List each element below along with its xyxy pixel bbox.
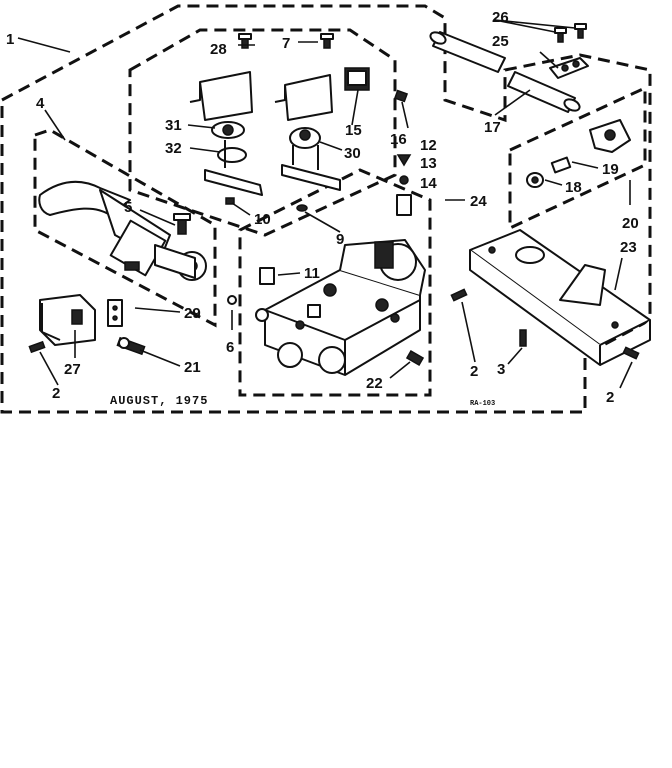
blank-area xyxy=(0,420,672,768)
valve-body xyxy=(255,239,426,376)
washer-10 xyxy=(225,197,235,205)
screw-2-middle xyxy=(450,288,468,302)
handle-part xyxy=(38,180,207,281)
callout-25: 25 xyxy=(492,33,509,50)
callout-11: 11 xyxy=(304,265,320,282)
tube-upper xyxy=(429,31,506,73)
screws-26 xyxy=(554,23,587,43)
screw-3 xyxy=(519,329,527,347)
bracket-part xyxy=(39,294,96,346)
valve-group-boundary xyxy=(238,168,432,397)
callout-23: 23 xyxy=(620,239,637,256)
callout-2-middle: 2 xyxy=(470,363,478,380)
screw-7 xyxy=(320,33,334,49)
part-11 xyxy=(259,267,275,285)
solenoid-left xyxy=(189,71,263,196)
callout-2-right: 2 xyxy=(606,389,614,406)
callout-24: 24 xyxy=(470,193,487,210)
callout-9: 9 xyxy=(336,231,344,248)
callout-5: 5 xyxy=(124,199,132,216)
clip-part xyxy=(116,336,146,356)
callout-32: 32 xyxy=(165,140,182,157)
part-16 xyxy=(393,89,409,103)
callout-20: 20 xyxy=(622,215,639,232)
callout-19: 19 xyxy=(602,161,619,178)
washer-9 xyxy=(296,204,308,212)
diagram-date: AUGUST, 1975 xyxy=(110,394,208,408)
part-12 xyxy=(396,154,412,167)
exploded-parts-diagram: 1 4 5 28 7 31 32 30 15 10 9 11 16 12 13 … xyxy=(0,4,652,414)
elbow-fitting xyxy=(526,119,631,188)
callout-1: 1 xyxy=(6,31,14,48)
callout-17: 17 xyxy=(484,119,501,136)
callout-22: 22 xyxy=(366,375,383,392)
solenoid-group-boundary xyxy=(128,28,397,237)
outer-assembly-boundary xyxy=(0,4,652,414)
screw-2-left xyxy=(28,340,46,354)
callout-16: 16 xyxy=(390,131,407,148)
callout-2-left: 2 xyxy=(52,385,60,402)
callout-14: 14 xyxy=(420,175,437,192)
callout-15: 15 xyxy=(345,122,362,139)
callout-labels: 1 4 5 28 7 31 32 30 15 10 9 11 16 12 13 … xyxy=(6,9,639,406)
plate-part xyxy=(107,299,123,327)
screw-2-right xyxy=(622,346,640,360)
callout-6: 6 xyxy=(226,339,234,356)
callout-29: 29 xyxy=(184,305,201,322)
solenoid-right xyxy=(274,74,341,191)
callout-31: 31 xyxy=(165,117,182,134)
callout-18: 18 xyxy=(565,179,582,196)
callout-4: 4 xyxy=(36,95,45,112)
drawing-code: RA-103 xyxy=(470,400,495,408)
screw-part xyxy=(173,213,191,235)
callout-7: 7 xyxy=(282,35,290,52)
part-6 xyxy=(227,295,237,305)
callout-30: 30 xyxy=(344,145,361,162)
clamp-25 xyxy=(549,57,589,79)
handle-group-boundary xyxy=(33,128,217,328)
part-22 xyxy=(405,350,425,366)
callout-26: 26 xyxy=(492,9,509,26)
callout-3: 3 xyxy=(497,361,505,378)
callout-10: 10 xyxy=(254,211,271,228)
callout-28: 28 xyxy=(210,41,227,58)
elbow-group-boundary xyxy=(508,85,647,231)
callout-21: 21 xyxy=(184,359,201,376)
mounting-bracket xyxy=(469,229,651,366)
part-13 xyxy=(399,175,409,185)
connector-part xyxy=(344,67,370,91)
callout-27: 27 xyxy=(64,361,81,378)
tube-lower xyxy=(507,71,581,113)
callout-12: 12 xyxy=(420,137,437,154)
leader-lines xyxy=(17,19,633,389)
callout-13: 13 xyxy=(420,155,437,172)
part-14 xyxy=(396,194,412,216)
screw-28 xyxy=(238,33,252,49)
